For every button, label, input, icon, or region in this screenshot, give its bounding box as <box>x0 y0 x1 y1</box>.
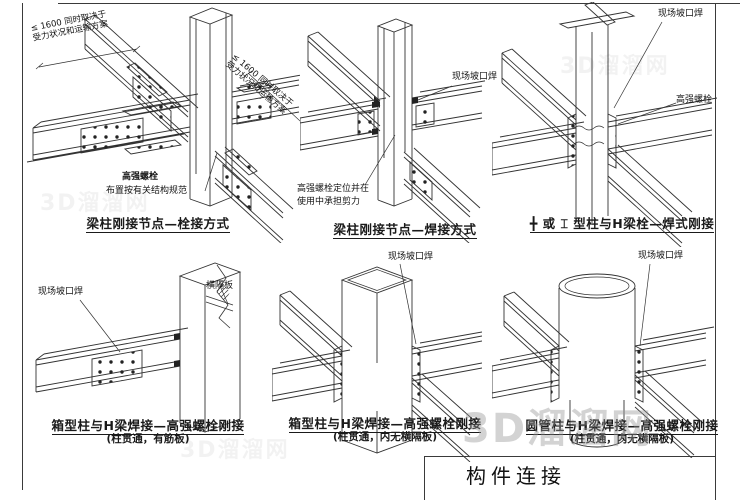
bolt-leader-line <box>617 102 677 125</box>
beam-upper-left <box>503 291 570 377</box>
bolt-strip-right <box>607 113 617 169</box>
label-site-groove-weld: 现场坡口焊 <box>658 9 704 19</box>
pipe-column-cross-drawing <box>492 263 715 458</box>
beam-upper-left <box>84 14 199 143</box>
sheet-title: 构件连接 <box>466 464 566 488</box>
caption-pipe-cross-line1: 圆管柱与H梁焊接—高强螺栓刚接 <box>525 418 719 435</box>
frame-right-border <box>715 3 716 500</box>
box-column-cross-drawing <box>272 263 482 462</box>
weld-leader-line <box>399 263 417 345</box>
title-block-top-border <box>424 456 716 457</box>
bolt-strip-right <box>634 345 644 403</box>
caption-box-cross-line2: (柱贯通，内无横隔板) <box>332 431 438 443</box>
beam-lower-right <box>214 146 294 243</box>
weld-leader-line <box>639 263 651 347</box>
bolt-strip-left <box>567 113 577 169</box>
beam-left <box>300 97 387 151</box>
cross-column-joint-drawing <box>492 2 717 247</box>
dimension-line-right <box>244 70 300 122</box>
label-bolt-shear-note-line1: 高强螺栓定位并在 <box>297 184 370 194</box>
bolt-note-leader-line <box>364 134 396 186</box>
diaphragm-leader-line <box>219 285 229 305</box>
label-site-groove-weld: 现场坡口焊 <box>452 72 498 82</box>
weld-leader-line <box>79 299 121 353</box>
label-diaphragm-plate: 横隔板 <box>206 281 234 291</box>
label-high-strength-bolt: 高强螺栓 <box>122 172 159 182</box>
box-column <box>178 262 242 433</box>
caption-bolted-joint: 梁柱刚接节点—栓接方式 <box>86 216 230 233</box>
bolt-strip-right <box>411 345 421 403</box>
beam-upper-right <box>607 97 717 155</box>
caption-pipe-cross-line2: (柱贯通，内无横隔板) <box>569 433 675 445</box>
beam-lower-left <box>272 349 351 402</box>
caption-welded-joint: 梁柱刚接节点—焊接方式 <box>333 222 477 239</box>
beam-right <box>231 74 300 125</box>
beam-upper-left <box>279 290 353 382</box>
frame-top-border <box>58 3 740 4</box>
h-column <box>188 7 234 207</box>
welded-joint-drawing <box>300 18 485 243</box>
weld-leader-line <box>417 85 453 101</box>
caption-box-single-line2: (柱贯通，有筋板) <box>106 433 190 445</box>
weld-leader-line <box>613 21 663 109</box>
bolt-strip-left <box>333 345 343 403</box>
beam-lower-right <box>403 147 481 243</box>
bolt-strip-left <box>550 345 560 403</box>
caption-box-cross-line1: 箱型柱与H梁焊接—高强螺栓刚接 <box>288 416 482 433</box>
beam-upper-left <box>307 31 391 132</box>
cross-column <box>558 2 636 223</box>
h-beam <box>35 327 189 393</box>
h-column <box>376 18 414 207</box>
label-bolt-arrangement-note: 布置按有关结构规范 <box>106 186 188 196</box>
beam-right <box>411 80 485 131</box>
frame-left-border <box>22 3 23 490</box>
beam-left <box>26 93 199 163</box>
dimension-line-upper-left <box>35 45 141 70</box>
title-block-left-border <box>424 456 425 500</box>
beam-lower-left <box>492 121 585 176</box>
label-site-groove-weld: 现场坡口焊 <box>38 287 84 297</box>
bolted-joint-drawing <box>26 7 300 243</box>
label-high-strength-bolt: 高强螺栓 <box>676 95 713 105</box>
column-cutaway <box>205 264 234 329</box>
label-bolt-shear-note-line2: 使用中承担剪力 <box>297 197 361 207</box>
beam-lower-right <box>411 373 478 462</box>
beam-upper-left <box>501 48 587 151</box>
label-site-groove-weld: 现场坡口焊 <box>388 252 434 262</box>
pipe-column <box>558 273 636 448</box>
caption-cross-column-joint: ╋ 或 ⌶ 型柱与H梁栓—焊式刚接 <box>529 216 715 233</box>
caption-box-single-line1: 箱型柱与H梁焊接—高强螺栓刚接 <box>51 418 245 435</box>
label-site-groove-weld: 现场坡口焊 <box>638 251 684 261</box>
box-column-single-beam-drawing <box>35 262 242 433</box>
beam-upper-right <box>634 326 715 379</box>
beam-upper-right <box>411 331 482 382</box>
beam-lower-right <box>607 144 693 247</box>
beam-lower-right <box>634 370 705 458</box>
beam-lower-left <box>492 346 568 399</box>
bolt-note-leader-line <box>204 152 218 192</box>
